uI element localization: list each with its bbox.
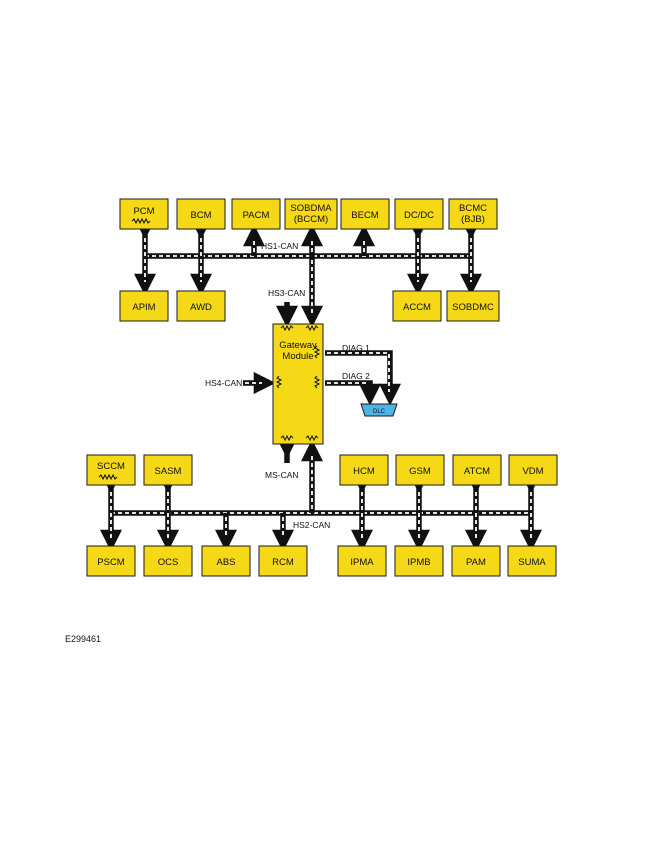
diag2-label: DIAG 2 xyxy=(342,371,370,381)
module-pam: PAM xyxy=(451,545,501,577)
module-label: BECM xyxy=(351,210,379,221)
termination-resistor-icon xyxy=(98,473,118,481)
module-label-line2: (BJB) xyxy=(461,214,485,225)
module-sobdmc: SOBDMC xyxy=(446,290,500,322)
module-hcm: HCM xyxy=(339,454,389,486)
hs4-can-label: HS4-CAN xyxy=(205,378,242,388)
termination-resistor-icon xyxy=(280,434,294,442)
hs1-can-label: HS1-CAN xyxy=(261,241,298,251)
module-label: BCM xyxy=(190,210,211,221)
hs1-stubs xyxy=(134,217,482,328)
module-label: AWD xyxy=(190,302,212,313)
module-sobdma: SOBDMA (BCCM) xyxy=(284,198,338,230)
module-label: RCM xyxy=(272,557,294,568)
module-pscm: PSCM xyxy=(86,545,136,577)
module-label-line1: BCMC xyxy=(459,203,487,214)
module-label: PACM xyxy=(243,210,270,221)
module-apim: APIM xyxy=(119,290,169,322)
module-ipmb: IPMB xyxy=(394,545,444,577)
module-atcm: ATCM xyxy=(452,454,502,486)
module-label-line1: SOBDMA xyxy=(290,203,332,214)
module-gsm: GSM xyxy=(395,454,445,486)
diag-links xyxy=(325,350,401,406)
module-label: IPMA xyxy=(350,557,374,568)
module-label: VDM xyxy=(522,466,543,477)
diag1-label: DIAG 1 xyxy=(342,343,370,353)
hs2-can-label: HS2-CAN xyxy=(293,520,330,530)
module-dcdc: DC/DC xyxy=(394,198,444,230)
termination-resistor-icon xyxy=(305,324,319,332)
module-pcm: PCM xyxy=(119,198,169,230)
termination-resistor-icon xyxy=(305,434,319,442)
module-label: ACCM xyxy=(403,302,431,313)
module-abs: ABS xyxy=(201,545,251,577)
hs2-stubs xyxy=(100,471,542,552)
hs2-can-bus xyxy=(111,439,531,516)
module-sccm: SCCM xyxy=(86,454,136,486)
figure-id: E299461 xyxy=(65,634,102,644)
module-label: ATCM xyxy=(464,466,490,477)
module-bcmc: BCMC (BJB) xyxy=(448,198,498,230)
termination-resistor-icon xyxy=(275,375,283,389)
termination-resistor-icon xyxy=(313,375,321,389)
module-awd: AWD xyxy=(176,290,226,322)
module-suma: SUMA xyxy=(507,545,557,577)
hs3-can-label: HS3-CAN xyxy=(268,288,305,298)
module-label: SCCM xyxy=(97,461,125,472)
module-sasm: SASM xyxy=(143,454,193,486)
module-label: SOBDMC xyxy=(452,302,494,313)
module-ipma: IPMA xyxy=(337,545,387,577)
termination-resistor-icon xyxy=(280,324,294,332)
ms-can-label: MS-CAN xyxy=(265,470,299,480)
dlc-label: DLC xyxy=(373,409,386,415)
module-label: PCM xyxy=(133,206,154,217)
module-label-line2: (BCCM) xyxy=(294,214,328,225)
module-label: DC/DC xyxy=(404,210,434,221)
module-label: OCS xyxy=(158,557,179,568)
module-label: SUMA xyxy=(518,557,546,568)
module-rcm: RCM xyxy=(258,545,308,577)
module-pacm: PACM xyxy=(231,198,281,230)
gateway-label-line1: Gateway xyxy=(279,340,317,351)
termination-resistor-icon xyxy=(313,345,321,359)
module-label: PAM xyxy=(466,557,486,568)
module-label: GSM xyxy=(409,466,431,477)
module-vdm: VDM xyxy=(508,454,558,486)
module-ocs: OCS xyxy=(143,545,193,577)
module-label: SASM xyxy=(155,466,182,477)
module-label: ABS xyxy=(216,557,235,568)
module-label: IPMB xyxy=(407,557,430,568)
termination-resistor-icon xyxy=(131,217,151,225)
module-accm: ACCM xyxy=(392,290,442,322)
module-label: APIM xyxy=(132,302,155,313)
gateway-module: Gateway Module xyxy=(272,323,324,445)
module-label: HCM xyxy=(353,466,375,477)
module-becm: BECM xyxy=(340,198,390,230)
module-label: PSCM xyxy=(97,557,125,568)
module-bcm: BCM xyxy=(176,198,226,230)
gateway-label-line2: Module xyxy=(282,351,313,362)
dlc-connector: DLC xyxy=(360,403,398,417)
